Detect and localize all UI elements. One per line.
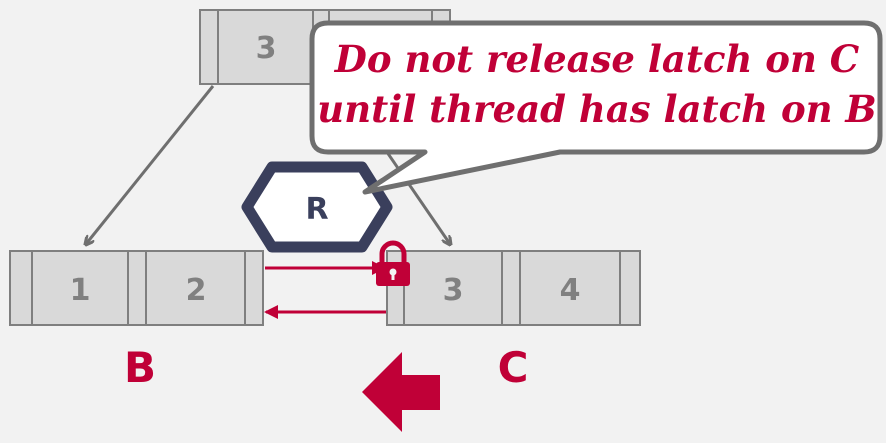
latch-mode-label: R	[305, 192, 328, 227]
pointer-root-to-b	[86, 85, 215, 244]
node-c-key-2: 4	[560, 273, 581, 308]
root-key-1: 3	[256, 31, 277, 66]
node-c-label: C	[498, 343, 529, 392]
lock-icon	[376, 240, 410, 286]
node-c-key-1: 3	[443, 273, 464, 308]
callout-line-1: Do not release latch on C	[334, 37, 860, 81]
node-b-key-2: 2	[186, 273, 207, 308]
callout-line-2: until thread has latch on B	[317, 87, 876, 131]
left-arrow-icon	[362, 352, 440, 432]
node-b-label: B	[124, 343, 156, 392]
callout-bubble: Do not release latch on C until thread h…	[309, 20, 883, 195]
node-c: 3 4	[386, 250, 641, 326]
node-b: 1 2	[9, 250, 264, 326]
node-b-key-1: 1	[70, 273, 91, 308]
read-latch-badge: R	[241, 161, 393, 253]
